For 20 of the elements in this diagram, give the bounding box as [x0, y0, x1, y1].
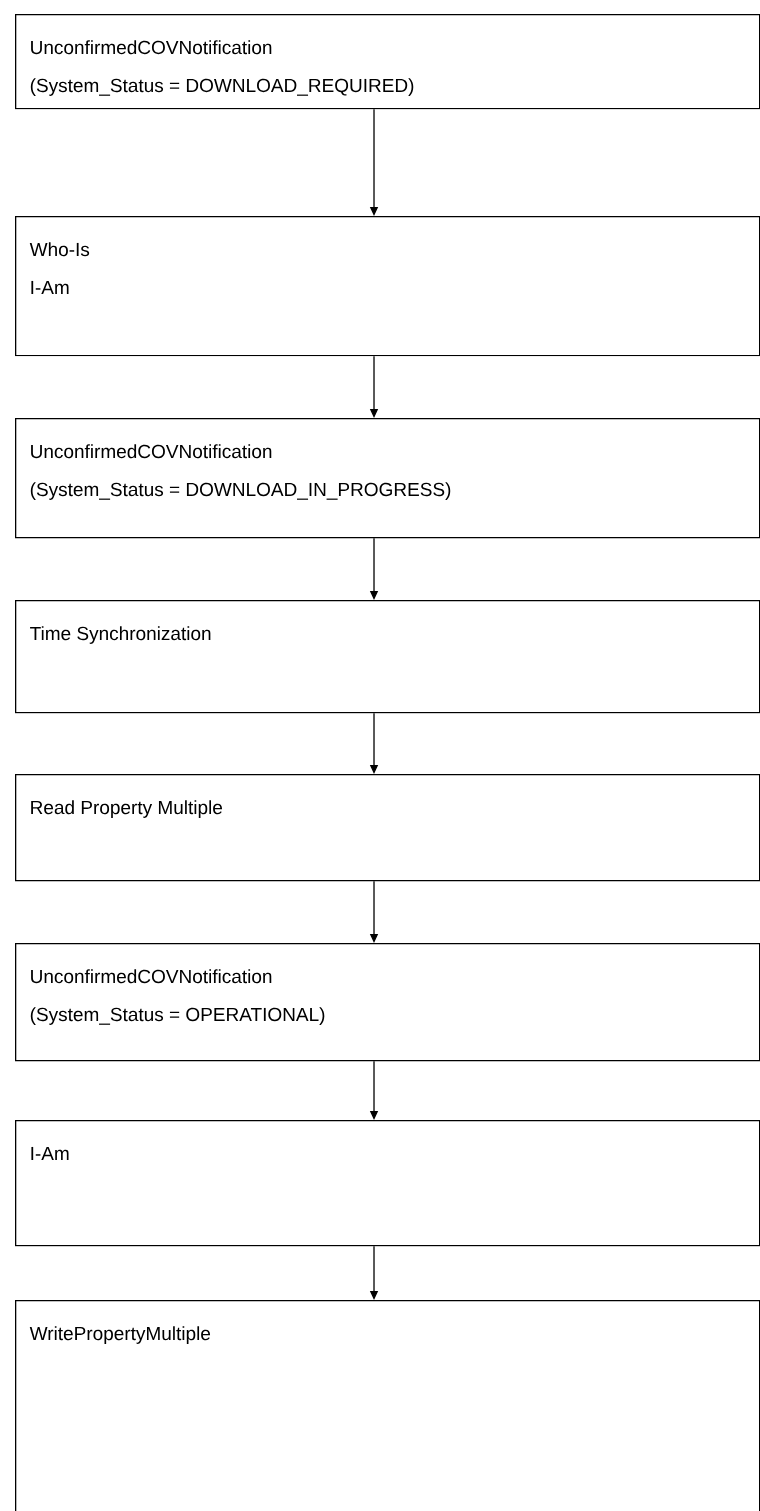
box-text: I-Am — [31, 280, 69, 294]
process-box — [15, 418, 760, 539]
process-box — [15, 943, 760, 1062]
box-text: UnconfirmedCOVNotification — [31, 969, 272, 984]
box-text: (System_Status = OPERATIONAL) — [30, 1007, 325, 1025]
process-box — [15, 1120, 760, 1247]
process-box — [15, 1300, 760, 1511]
process-box — [15, 600, 760, 714]
process-box — [15, 14, 760, 110]
process-box — [15, 216, 760, 357]
box-text: Who-Is — [29, 242, 90, 257]
process-box — [15, 774, 760, 882]
box-text: UnconfirmedCOVNotification — [31, 40, 272, 55]
box-text: (System_Status = DOWNLOAD_IN_PROGRESS) — [30, 482, 451, 500]
box-text: UnconfirmedCOVNotification — [31, 444, 272, 459]
box-text: WritePropertyMultiple — [29, 1326, 211, 1344]
box-text: Read Property Multiple — [31, 800, 222, 818]
box-text: I-Am — [31, 1146, 69, 1160]
box-text: Time Synchronization — [30, 626, 211, 644]
box-text: (System_Status = DOWNLOAD_REQUIRED) — [30, 78, 414, 96]
